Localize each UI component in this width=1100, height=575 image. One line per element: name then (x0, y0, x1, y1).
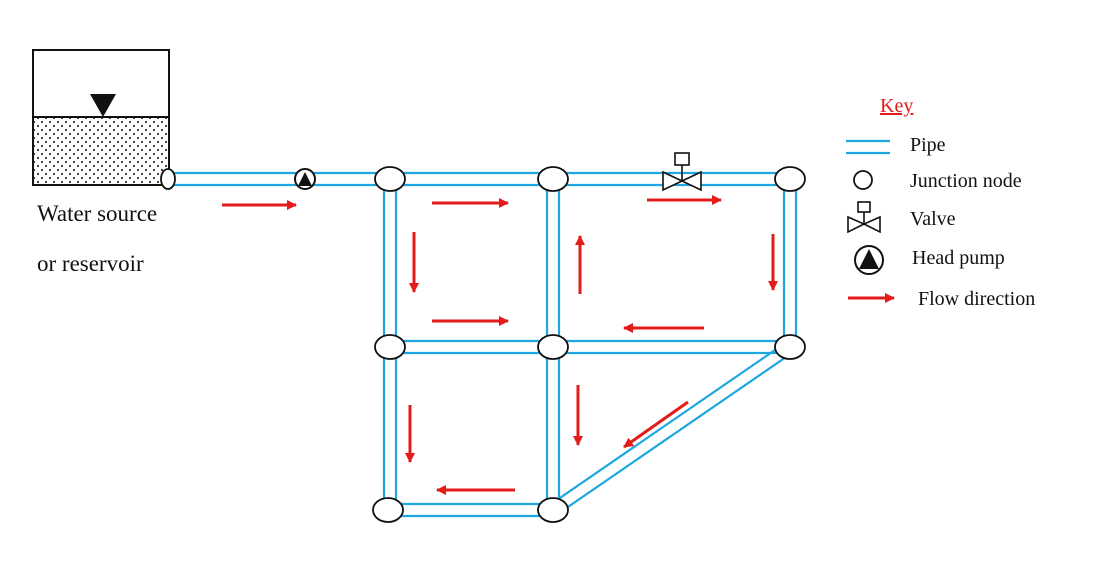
pipe-network (165, 171, 798, 518)
junction-node-8 (537, 497, 569, 523)
junction-node-5 (537, 334, 569, 360)
junction-node-1 (374, 166, 406, 192)
valve-icon (662, 152, 702, 192)
pipe-reservoir-to-j1 (165, 171, 390, 187)
pipe-j4-j7 (382, 347, 398, 510)
water-level-triangle-icon (90, 94, 116, 117)
junction-node-3 (774, 166, 806, 192)
head-pump-icon (294, 168, 316, 190)
junction-node-6 (774, 334, 806, 360)
key-flow-label: Flow direction (918, 288, 1035, 310)
reservoir (32, 49, 170, 186)
pipe-j4-j5 (390, 339, 553, 355)
pipe-j1-j4 (382, 179, 398, 347)
junction-node-2 (537, 166, 569, 192)
pipe-j3-j6 (782, 179, 798, 347)
pipe-j2-j5 (545, 179, 561, 347)
key-junction-label: Junction node (910, 170, 1022, 192)
head-pump-key-icon (854, 245, 884, 275)
reservoir-outlet-node (160, 168, 176, 190)
key-valve-label: Valve (910, 208, 956, 230)
valve-key-icon (847, 201, 881, 234)
pipe-j1-j2 (390, 171, 553, 187)
key-pump-label: Head pump (912, 247, 1005, 269)
pipe-j6-j8 (548, 341, 795, 516)
flow-arrow-icon (623, 400, 689, 449)
flow-arrows (222, 195, 778, 495)
key-legend: Key Pipe Junction node Valve Head pump F… (846, 95, 1035, 310)
junction-nodes (160, 166, 806, 523)
junction-node-7 (372, 497, 404, 523)
reservoir-label-line2: or reservoir (37, 251, 144, 276)
junction-node-4 (374, 334, 406, 360)
reservoir-label-line1: Water source (37, 201, 157, 226)
junction-node-icon (853, 170, 873, 190)
key-pipe-label: Pipe (910, 134, 946, 156)
pipe-j5-j6 (553, 339, 790, 355)
key-title: Key (880, 95, 913, 117)
pipe-wall (555, 351, 795, 516)
pipe-j5-j8 (545, 347, 561, 510)
pipe-wall (548, 341, 788, 506)
pipe-j7-j8 (390, 502, 553, 518)
pipe-key-icon (846, 139, 890, 155)
